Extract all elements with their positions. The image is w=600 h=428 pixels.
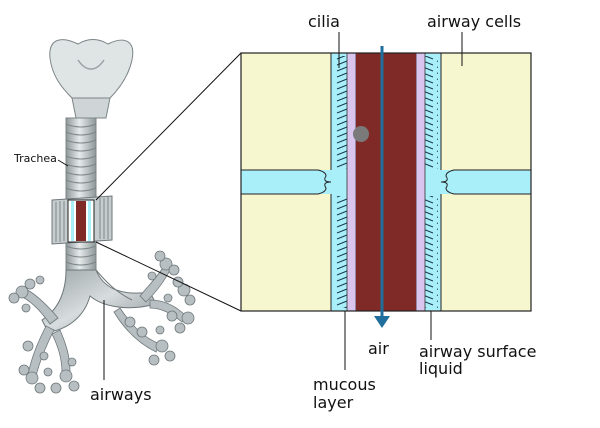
label-leaders [57,32,463,380]
particle-icon [353,126,369,142]
left-mucous-layer [346,52,357,312]
airway-surface-liquid-label: airway surface [419,342,536,361]
right-mucous-layer [415,52,426,312]
mucous-layer-label-line2: layer [313,393,354,412]
air-label: air [368,339,389,358]
cilia-label: cilia [308,12,340,31]
left-cilia [334,56,347,169]
airway-surface-liquid-label-line2: liquid [419,359,463,378]
airway-cells-label: airway cells [427,12,521,31]
trachea-label: Trachea [13,152,57,165]
right-cilia [425,56,438,169]
mucous-layer-label: mucous [313,375,376,394]
down-arrow-icon [374,46,390,328]
air-channel [356,53,416,311]
zoom-lines [95,52,242,312]
left-intercell-liquid [241,170,331,194]
airways-label: airways [90,385,152,404]
right-intercell-liquid [441,170,531,194]
airway-cross-section [240,46,532,328]
trachea-illustration [8,39,196,394]
